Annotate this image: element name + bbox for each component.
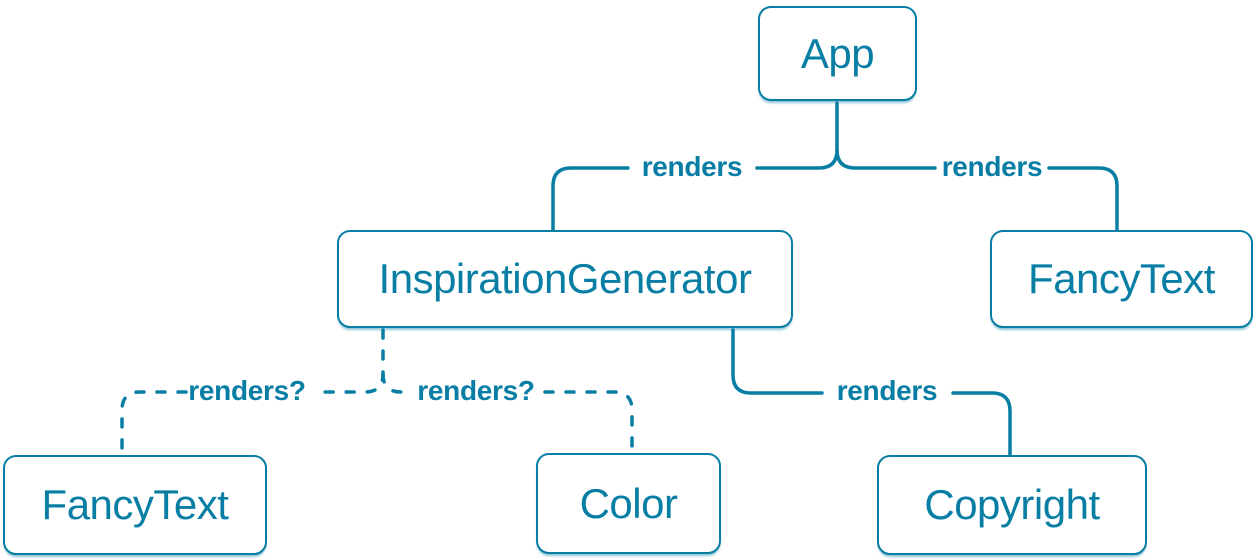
node-copyright: Copyright <box>877 455 1147 555</box>
node-color: Color <box>536 453 721 554</box>
edge-inspirationgenerator-color-line-b <box>543 390 634 457</box>
edge-inspirationgenerator-color-line-a <box>381 372 408 394</box>
edge-app-fancytext-line-a <box>835 148 937 170</box>
edge-inspirationgenerator-fancytext-line-a <box>314 328 385 394</box>
edge-label-inspirationgenerator-copyright: renders <box>836 375 938 406</box>
edge-label-app-fancytext: renders <box>941 151 1043 182</box>
edge-inspirationgenerator-copyright-line-b <box>951 391 1012 457</box>
edge-app-inspirationgenerator-line-b <box>551 166 630 232</box>
node-fancy-text-bottom: FancyText <box>3 455 267 555</box>
edge-app-inspirationgenerator-line-a <box>755 101 839 170</box>
edge-inspirationgenerator-copyright-line-a <box>731 328 824 395</box>
edge-app-fancytext-line-b <box>1047 166 1119 232</box>
edge-label-app-inspirationgenerator: renders <box>641 151 743 182</box>
edge-label-inspirationgenerator-fancytext: renders? <box>188 375 306 406</box>
node-app: App <box>758 6 917 101</box>
edge-inspirationgenerator-fancytext-line-b <box>120 390 188 457</box>
node-inspiration-generator: InspirationGenerator <box>337 230 793 328</box>
edge-label-inspirationgenerator-color: renders? <box>417 375 535 406</box>
node-fancy-text-top: FancyText <box>990 230 1253 328</box>
